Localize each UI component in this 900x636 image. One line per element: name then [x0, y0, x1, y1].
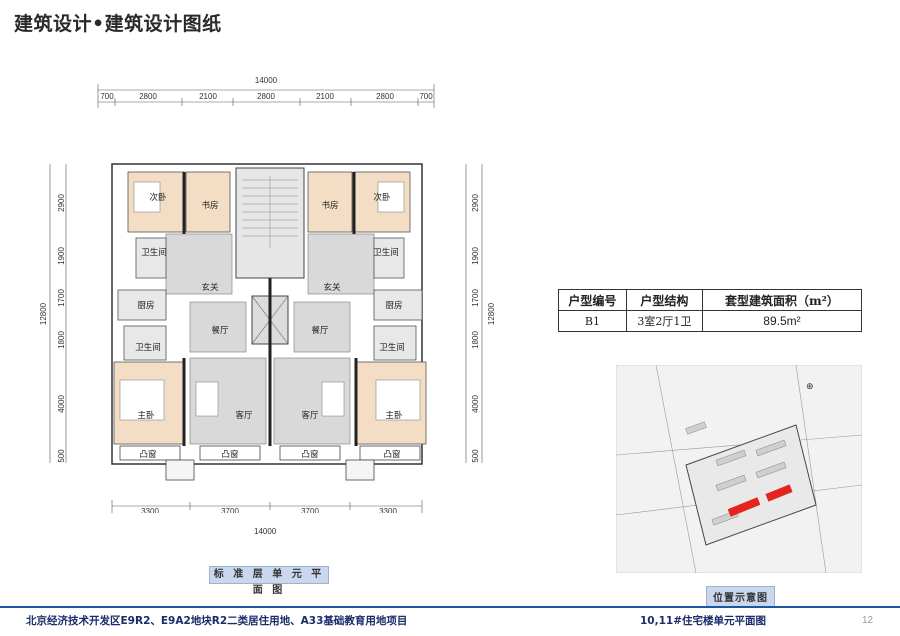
bottom-dim-4: 3300 — [379, 507, 397, 513]
header-code: 户型编号 — [558, 289, 627, 311]
right-dim-4: 1800 — [471, 331, 480, 349]
page-number: 12 — [862, 615, 874, 626]
top-dim-4: 2800 — [257, 92, 275, 101]
right-dim-1: 2900 — [471, 194, 480, 212]
room-living-left: 客厅 — [235, 410, 253, 421]
right-total-dim: 12800 — [487, 302, 496, 325]
left-dim-5: 4000 — [57, 395, 66, 413]
left-dim-4: 1800 — [57, 331, 66, 349]
top-dim-7: 700 — [419, 92, 433, 101]
footer-divider — [0, 606, 900, 608]
room-kitchen-left: 厨房 — [137, 300, 154, 311]
north-arrow-icon: ⊕ — [806, 382, 814, 392]
room-kitchen-right: 厨房 — [385, 300, 402, 311]
footer-sheet-title: 10,11#住宅楼单元平面图 — [640, 615, 767, 627]
page-title: 建筑设计•建筑设计图纸 — [14, 13, 222, 35]
bottom-total-dim: 14000 — [254, 527, 277, 536]
right-dim-3: 1700 — [471, 289, 480, 307]
floor-plan: 14000 700 2800 2100 2800 2100 2800 700 1… — [39, 76, 496, 513]
room-bay-1: 凸窗 — [139, 449, 156, 460]
cell-code: B1 — [558, 310, 627, 332]
left-total-dim: 12800 — [39, 302, 48, 325]
bottom-dim-3: 3700 — [301, 507, 319, 513]
room-dining-left: 餐厅 — [211, 326, 229, 336]
right-dim-6: 500 — [471, 449, 480, 463]
room-bath-lower-right: 卫生间 — [379, 342, 405, 353]
site-highlight-1 — [727, 497, 761, 517]
room-bath-top-left: 卫生间 — [141, 247, 167, 258]
top-dim-1: 700 — [100, 92, 114, 101]
room-master-left: 主卧 — [137, 410, 155, 421]
top-total-dim: 14000 — [255, 76, 278, 85]
site-caption: 位置示意图 — [706, 586, 775, 607]
room-bath-top-right: 卫生间 — [373, 247, 399, 258]
room-study-right: 书房 — [321, 200, 338, 211]
header-layout: 户型结构 — [625, 289, 703, 311]
room-bedroom2-right: 次卧 — [373, 192, 391, 203]
site-highlight-2 — [765, 484, 793, 502]
plan-caption: 标 准 层 单 元 平 面 图 — [209, 566, 329, 596]
room-bay-3: 凸窗 — [301, 449, 318, 460]
footer-project: 北京经济技术开发区E9R2、E9A2地块R2二类居住用地、A33基础教育用地项目 — [26, 615, 408, 627]
cell-area: 89.5m² — [701, 310, 863, 332]
cell-layout: 3室2厅1卫 — [625, 310, 703, 332]
bottom-dim-1: 3300 — [141, 507, 159, 513]
room-master-right: 主卧 — [385, 410, 403, 421]
top-dim-6: 2800 — [376, 92, 394, 101]
room-bay-2: 凸窗 — [221, 449, 238, 460]
left-dim-2: 1900 — [57, 247, 66, 265]
bottom-dim-2: 3700 — [221, 507, 239, 513]
right-dim-5: 4000 — [471, 395, 480, 413]
room-bath-lower-left: 卫生间 — [135, 342, 161, 353]
room-entry-right: 玄关 — [323, 282, 341, 293]
room-study-left: 书房 — [201, 200, 218, 211]
unit-table-header: 户型编号 户型结构 套型建筑面积（m²） — [558, 289, 863, 311]
top-dim-2: 2800 — [139, 92, 157, 101]
top-dim-5: 2100 — [316, 92, 334, 101]
bottom-dimensions — [111, 500, 423, 513]
building — [111, 163, 427, 481]
room-bedroom2-left: 次卧 — [149, 192, 167, 203]
top-dim-3: 2100 — [199, 92, 217, 101]
top-dimensions — [97, 84, 435, 108]
left-dim-3: 1700 — [57, 289, 66, 307]
table-row: B1 3室2厅1卫 89.5m² — [558, 310, 863, 332]
right-dim-2: 1900 — [471, 247, 480, 265]
room-entry-left: 玄关 — [201, 282, 219, 293]
left-dim-1: 2900 — [57, 194, 66, 212]
site-location-map: ⊕ — [616, 365, 862, 573]
room-bay-4: 凸窗 — [383, 449, 400, 460]
unit-table: 户型编号 户型结构 套型建筑面积（m²） B1 3室2厅1卫 89.5m² — [558, 289, 863, 332]
header-area: 套型建筑面积（m²） — [701, 289, 863, 311]
left-dim-6: 500 — [57, 449, 66, 463]
room-dining-right: 餐厅 — [311, 326, 329, 336]
side-dimensions — [49, 164, 483, 463]
room-living-right: 客厅 — [301, 410, 319, 421]
